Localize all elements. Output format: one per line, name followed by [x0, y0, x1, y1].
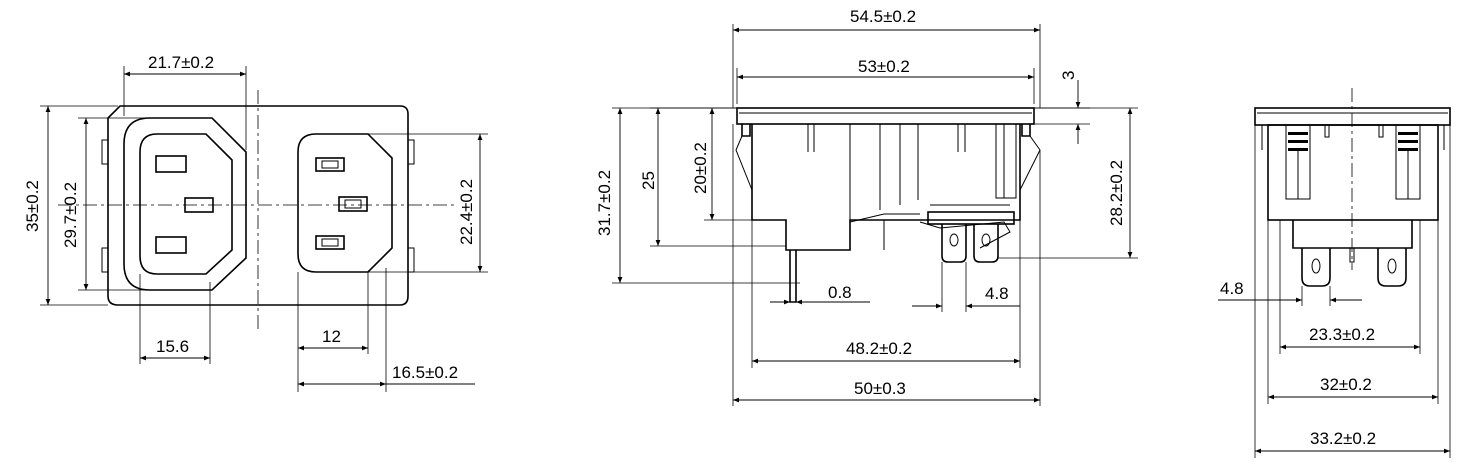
dim-top-width: 54.5±0.2	[850, 7, 916, 26]
outlet-slots	[315, 157, 368, 250]
end-tab-left	[1301, 248, 1331, 287]
inlet-pin-line	[155, 155, 187, 173]
dim-height-inlet: 29.7±0.2	[61, 182, 80, 248]
end-view: 4.8 23.3±0.2 32±0.2 33.2±0.2	[1218, 88, 1451, 458]
side-view: 54.5±0.2 53±0.2 3 31.7±0.2 25 20±0.2 28.…	[595, 7, 1138, 406]
side-flange	[736, 107, 1035, 125]
dim-inner-width: 53±0.2	[858, 57, 910, 76]
dim-pin-span-right: 12	[322, 327, 341, 346]
dim-height-20: 20±0.2	[691, 142, 710, 194]
dim-bottom-width-48: 48.2±0.2	[846, 339, 912, 358]
end-terminal-housing	[1292, 220, 1413, 249]
end-tab-right	[1377, 248, 1407, 287]
inlet-pin-neutral	[155, 236, 187, 254]
inlet-inner	[139, 133, 233, 275]
end-body	[1267, 124, 1439, 221]
side-latch-right	[1019, 135, 1041, 191]
inlet-outer	[123, 117, 247, 291]
side-pin	[789, 250, 797, 303]
outlet-body	[297, 133, 393, 273]
dim-height-outlet: 22.4±0.2	[457, 179, 476, 245]
side-latch-left	[735, 135, 753, 191]
side-internal-ribs	[807, 123, 1017, 220]
dim-pin-thickness: 0.8	[828, 283, 852, 302]
dim-width-overall: 21.7±0.2	[148, 53, 214, 72]
side-terminals	[849, 211, 1015, 263]
front-body-outline	[107, 105, 409, 306]
side-body	[751, 124, 1021, 251]
dim-end-width-32: 32±0.2	[1320, 375, 1372, 394]
dim-height-overall: 35±0.2	[23, 180, 42, 232]
dim-height-total: 31.7±0.2	[595, 170, 614, 236]
dim-end-tab-width: 4.8	[1220, 279, 1244, 298]
front-side-tabs	[101, 139, 415, 273]
dim-height-25: 25	[639, 171, 658, 190]
dim-flange: 3	[1059, 71, 1078, 80]
front-view: 21.7±0.2 35±0.2 29.7±0.2 22.4±0.2 15.6 1…	[23, 53, 488, 392]
dim-end-width-23: 23.3±0.2	[1309, 325, 1375, 344]
dim-outlet-offset: 16.5±0.2	[392, 363, 458, 382]
end-flange	[1254, 107, 1451, 126]
dim-end-width-33: 33.2±0.2	[1310, 429, 1376, 448]
dim-pin-span-left: 15.6	[156, 337, 189, 356]
end-ribs	[1285, 124, 1421, 200]
dim-tab-width: 4.8	[985, 284, 1009, 303]
dim-height-right: 28.2±0.2	[1107, 160, 1126, 226]
dim-bottom-width-50: 50±0.3	[854, 379, 906, 398]
